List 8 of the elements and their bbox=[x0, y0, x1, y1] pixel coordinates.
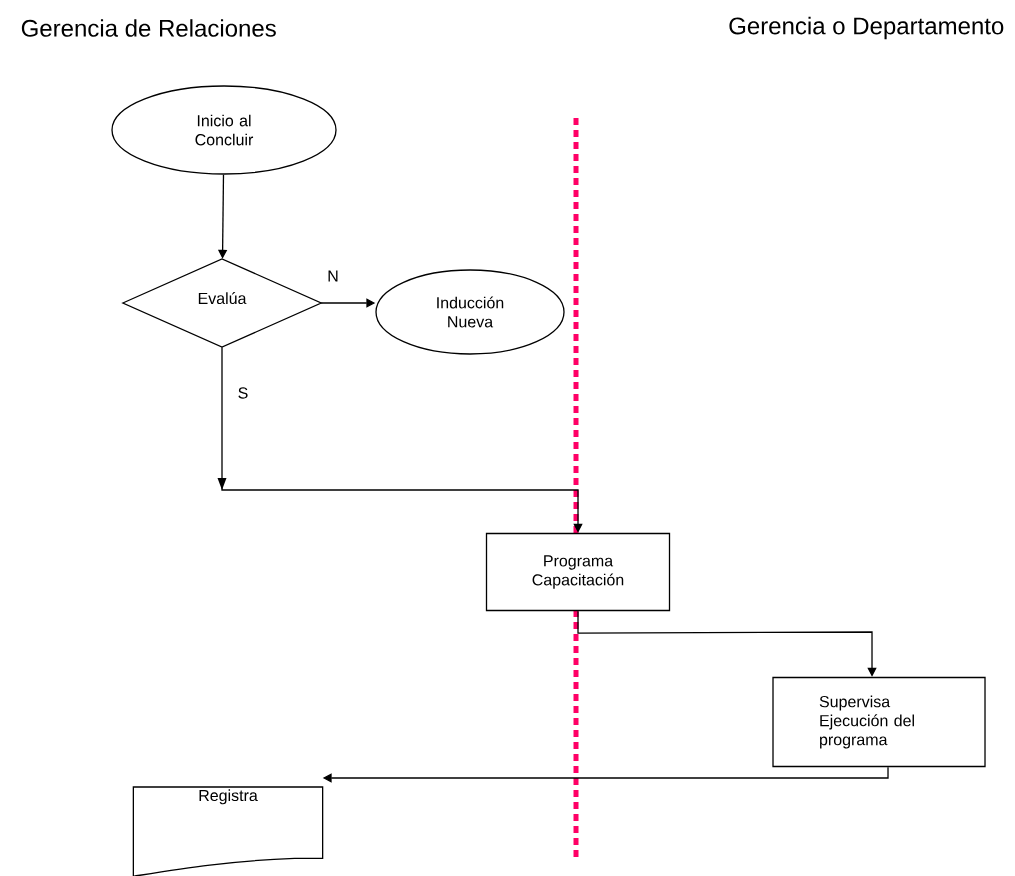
lane-heading: Gerencia o Departamento bbox=[729, 16, 1004, 40]
edge-label: N bbox=[326, 269, 340, 283]
lane-heading: Gerencia de Relaciones bbox=[21, 19, 276, 37]
arrow bbox=[577, 610, 877, 677]
arrow bbox=[217, 346, 583, 533]
edge-label: S bbox=[236, 386, 250, 400]
process-box: Supervisa Ejecución del programa bbox=[772, 676, 986, 768]
process-box: Programa Capacitación bbox=[485, 532, 671, 612]
